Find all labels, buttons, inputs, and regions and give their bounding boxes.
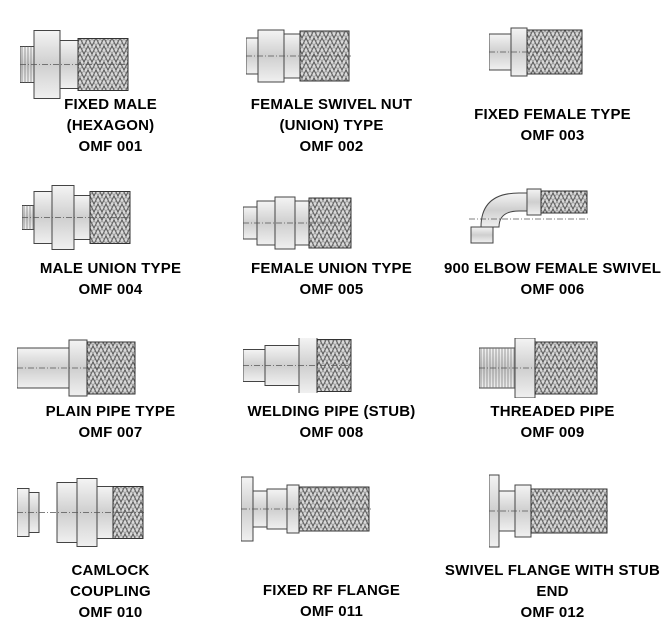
fitting-name-line: PLAIN PIPE TYPE	[45, 403, 176, 420]
fitting-code: OMF 001	[78, 138, 143, 155]
fitting-name-line: CAMLOCK	[71, 562, 150, 579]
fitting-card: WELDING PIPE (STUB) OMF 008	[221, 325, 442, 465]
fitting-name-line: (UNION) TYPE	[279, 117, 384, 134]
fitting-card: MALE UNION TYPE OMF 004	[0, 180, 221, 320]
fitting-name-line: FEMALE UNION TYPE	[251, 260, 412, 277]
fitting-name-line: 900 ELBOW FEMALE SWIVEL	[443, 260, 662, 277]
male-union-fitting-icon	[22, 185, 132, 250]
fitting-caption: FIXED RF FLANGE OMF 011	[221, 580, 442, 622]
fitting-caption: WELDING PIPE (STUB) OMF 008	[221, 401, 442, 443]
fitting-caption: FEMALE UNION TYPE OMF 005	[221, 258, 442, 300]
female-swivel-nut-fitting-icon	[246, 29, 351, 83]
camlock-coupling-fitting-icon	[17, 478, 145, 547]
female-union-fitting-icon	[243, 196, 353, 250]
fitting-caption: THREADED PIPE OMF 009	[442, 401, 663, 443]
fitting-code: OMF 003	[520, 127, 585, 144]
fitting-code: OMF 009	[520, 424, 585, 441]
fitting-code: OMF 005	[299, 281, 364, 298]
fitting-name-line: FIXED MALE	[64, 96, 157, 113]
elbow-female-swivel-fitting-icon	[469, 188, 589, 244]
fitting-card: FIXED FEMALE TYPE OMF 003	[442, 14, 663, 154]
fitting-card: CAMLOCK COUPLING OMF 010	[0, 470, 221, 621]
fitting-code: OMF 012	[520, 604, 585, 621]
fitting-code: OMF 004	[78, 281, 143, 298]
fitting-name-line: THREADED PIPE	[490, 403, 615, 420]
fitting-card: FEMALE UNION TYPE OMF 005	[221, 180, 442, 320]
fitting-card: THREADED PIPE OMF 009	[442, 325, 663, 465]
fitting-code: OMF 006	[520, 281, 585, 298]
fitting-card: FIXED RF FLANGE OMF 011	[221, 470, 442, 620]
fitting-name-line: END	[536, 583, 569, 600]
fitting-card: PLAIN PIPE TYPE OMF 007	[0, 325, 221, 465]
fixed-rf-flange-fitting-icon	[241, 476, 371, 542]
welding-pipe-stub-fitting-icon	[243, 338, 353, 393]
fitting-card: 900 ELBOW FEMALE SWIVEL OMF 006	[442, 180, 663, 320]
fixed-female-fitting-icon	[489, 27, 584, 77]
fixed-male-hexagon-fitting-icon	[20, 30, 130, 99]
fitting-caption: CAMLOCK COUPLING OMF 010	[0, 560, 221, 623]
fitting-name-line: WELDING PIPE (STUB)	[247, 403, 416, 420]
fitting-name-line: MALE UNION TYPE	[39, 260, 182, 277]
fitting-caption: PLAIN PIPE TYPE OMF 007	[0, 401, 221, 443]
fitting-caption: 900 ELBOW FEMALE SWIVEL OMF 006	[442, 258, 663, 300]
fitting-name-line: FEMALE SWIVEL NUT	[250, 96, 413, 113]
fitting-name-line: (HEXAGON)	[66, 117, 155, 134]
fitting-caption: FEMALE SWIVEL NUT (UNION) TYPE OMF 002	[221, 94, 442, 157]
fitting-card: FIXED MALE (HEXAGON) OMF 001	[0, 14, 221, 157]
plain-pipe-fitting-icon	[17, 339, 137, 397]
fitting-code: OMF 010	[78, 604, 143, 621]
fitting-code: OMF 007	[78, 424, 143, 441]
fitting-name-line: SWIVEL FLANGE WITH STUB	[444, 562, 661, 579]
fitting-card: FEMALE SWIVEL NUT (UNION) TYPE OMF 002	[221, 14, 442, 157]
fitting-caption: FIXED MALE (HEXAGON) OMF 001	[0, 94, 221, 157]
fitting-name-line: FIXED RF FLANGE	[262, 582, 401, 599]
threaded-pipe-fitting-icon	[479, 338, 599, 398]
swivel-flange-stub-end-fitting-icon	[489, 474, 609, 548]
fitting-caption: MALE UNION TYPE OMF 004	[0, 258, 221, 300]
fitting-caption: SWIVEL FLANGE WITH STUB END OMF 012	[442, 560, 663, 623]
fitting-caption: FIXED FEMALE TYPE OMF 003	[442, 104, 663, 146]
fitting-name-line: COUPLING	[70, 583, 151, 600]
fitting-card: SWIVEL FLANGE WITH STUB END OMF 012	[442, 470, 663, 621]
fitting-code: OMF 008	[299, 424, 364, 441]
fitting-code: OMF 011	[299, 603, 364, 620]
fitting-code: OMF 002	[299, 138, 364, 155]
fitting-name-line: FIXED FEMALE TYPE	[474, 106, 631, 123]
